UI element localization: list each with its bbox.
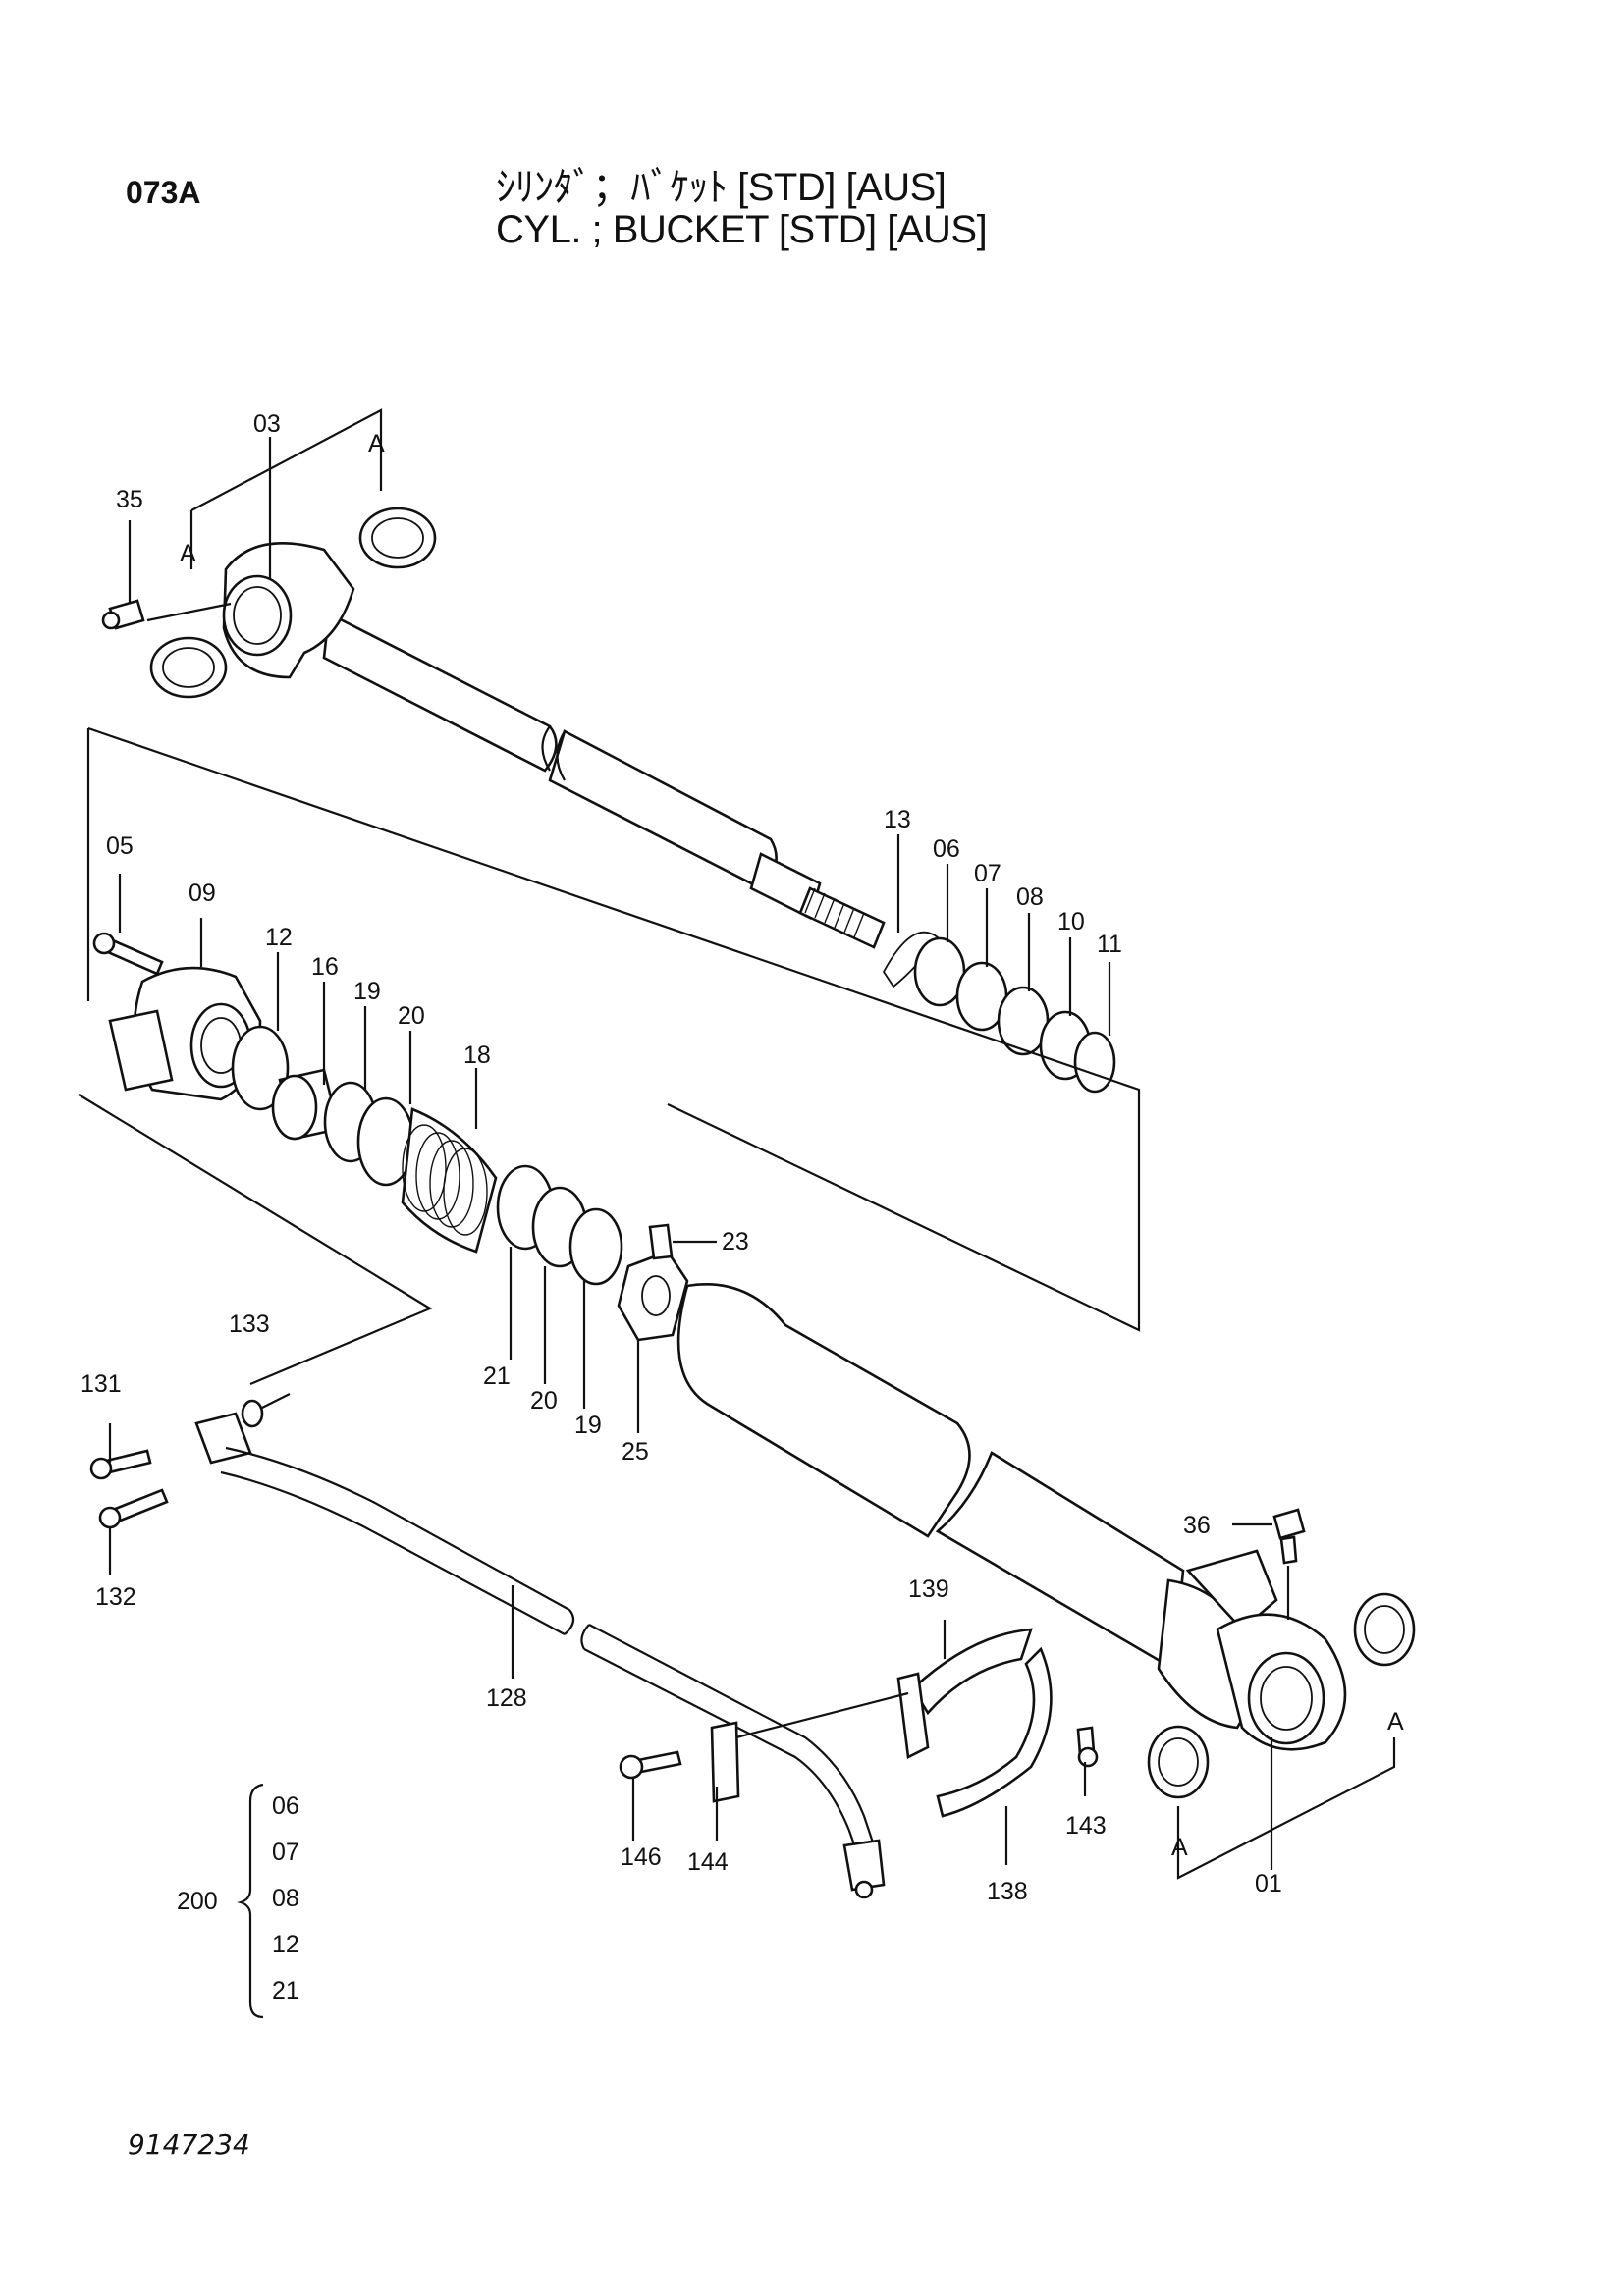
label-146: 146 [621,1843,662,1871]
label-128: 128 [486,1684,527,1712]
kit-item: 12 [272,1931,299,1958]
label-12: 12 [265,924,293,951]
label-16: 16 [311,953,339,981]
label-05: 05 [106,832,134,860]
label-131: 131 [81,1370,122,1398]
kit-item: 21 [272,1977,299,2004]
drawing-number: 9147234 [128,2128,250,2161]
kit-item: 07 [272,1839,299,1866]
label-08: 08 [1016,883,1044,911]
grease-fitting-35 [101,599,145,630]
ref-marker-a-1: A [368,430,385,457]
part-number-labels: 03 A A 35 05 09 12 16 19 20 18 13 06 07 … [81,410,1404,1905]
label-19-upper: 19 [353,978,381,1005]
label-35: 35 [116,486,143,513]
rod-bushing-left [149,636,228,699]
label-139: 139 [908,1575,949,1603]
rod-seal-rings [882,931,1116,1094]
cylinder-tube [676,1283,1416,1880]
label-25: 25 [622,1438,649,1466]
label-18: 18 [463,1041,491,1069]
title-english: CYL. ; BUCKET [STD] [AUS] [496,208,988,251]
label-143: 143 [1065,1812,1107,1840]
label-07: 07 [974,860,1001,887]
label-09: 09 [189,880,216,907]
ref-marker-a-4: A [1387,1708,1404,1735]
rod-assembly [101,408,886,949]
label-36: 36 [1183,1512,1211,1539]
label-01: 01 [1255,1870,1282,1897]
label-138: 138 [987,1878,1028,1905]
label-03: 03 [253,410,281,438]
rod-bushing-right [358,507,437,569]
seal-kit-list: 200 06 07 08 12 21 [177,1792,299,2004]
page-code: 073A [126,175,201,210]
label-20-lower: 20 [530,1387,558,1415]
ref-marker-a-3: A [1171,1834,1188,1861]
label-13: 13 [884,806,911,833]
label-144: 144 [687,1848,729,1876]
leader-lines [108,437,1111,1865]
label-10: 10 [1057,908,1085,935]
title-japanese: ｼﾘﾝﾀﾞ；ﾊﾞｹｯﾄ [STD] [AUS] [496,166,947,209]
label-20-upper: 20 [398,1002,425,1030]
label-11: 11 [1097,931,1122,958]
pipe-assembly [89,1399,1099,2019]
head-assembly [92,932,689,1342]
label-06: 06 [933,835,960,863]
label-19-lower: 19 [574,1412,602,1439]
kit-item: 06 [272,1792,299,1820]
label-133: 133 [229,1310,270,1338]
kit-number: 200 [177,1888,218,1915]
ref-marker-a-2: A [180,540,196,567]
kit-item: 08 [272,1885,299,1912]
label-23: 23 [722,1228,749,1255]
label-132: 132 [95,1583,136,1611]
label-21: 21 [483,1362,511,1390]
